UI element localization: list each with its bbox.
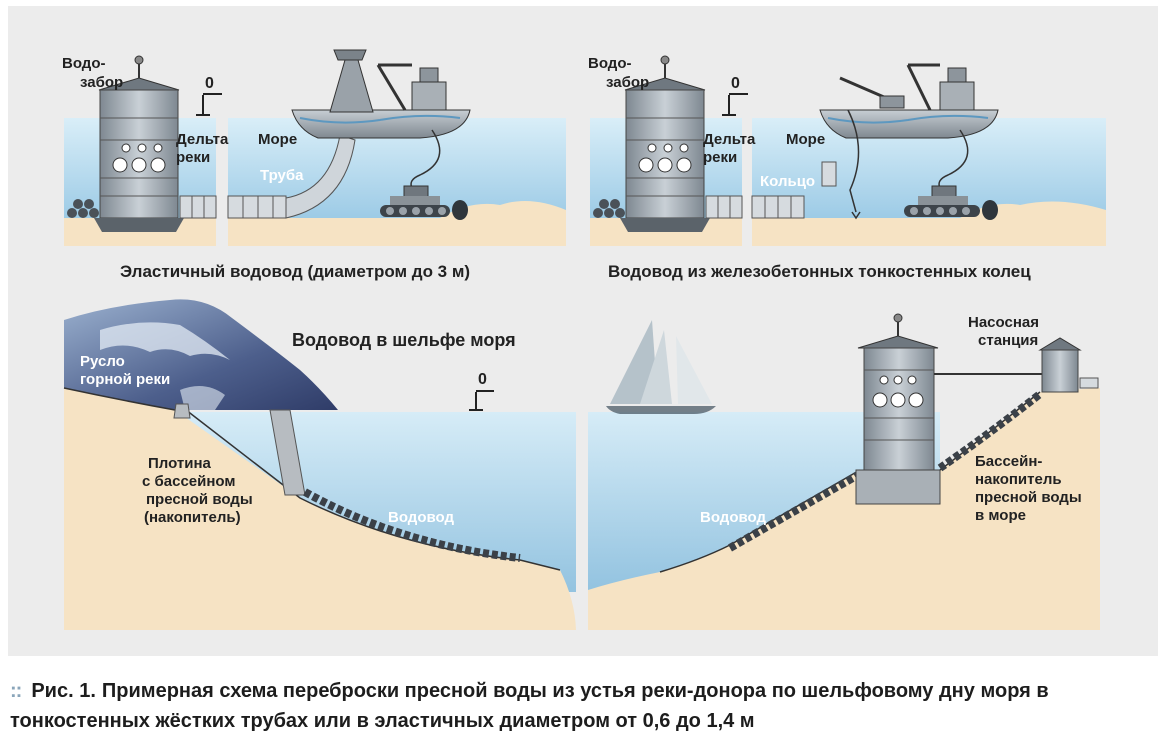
plotina-1: Плотина xyxy=(148,455,212,472)
ship-left xyxy=(291,49,471,189)
delta-label-2: реки xyxy=(176,149,210,166)
bassein-3: пресной воды xyxy=(975,489,1082,506)
plotina-3: пресной воды xyxy=(146,491,253,508)
plotina-4: (накопитель) xyxy=(144,509,241,526)
pipeline-right xyxy=(728,471,860,552)
ruslo-1: Русло xyxy=(80,353,125,370)
zero-marker-left xyxy=(196,93,222,116)
truba-label: Труба xyxy=(260,167,304,184)
ring-segments xyxy=(705,161,837,219)
ruslo-2: горной реки xyxy=(80,371,170,388)
shelf-sand-left xyxy=(64,388,576,630)
vodozabor-right-1: Водо- xyxy=(588,55,631,72)
pipe-segments xyxy=(179,195,287,219)
bassein-4: в море xyxy=(975,507,1026,524)
more-label-right: Море xyxy=(786,131,825,148)
caption-text: Примерная схема переброски пресной воды … xyxy=(10,680,1049,732)
delta-right-1: Дельта xyxy=(703,131,756,148)
delta-label-1: Дельта xyxy=(176,131,229,148)
seabed-crawler xyxy=(380,185,468,220)
nasosnaya-1: Насосная xyxy=(968,314,1039,331)
koltso-label: Кольцо xyxy=(760,173,815,190)
pipe-stack xyxy=(67,199,99,218)
delta-right-2: реки xyxy=(703,149,737,166)
sea-bed xyxy=(228,201,566,246)
vodovod-right: Водовод xyxy=(700,509,766,526)
diagram-svg: 0 Водо- забор Дельта реки Море Труба xyxy=(62,49,1106,630)
nasosnaya-2: станция xyxy=(978,332,1038,349)
vodozabor-label-2: забор xyxy=(80,74,123,91)
intake-tower xyxy=(94,55,184,232)
shelf-scene: 0 Водовод в шельфе моря Русло горной рек… xyxy=(63,299,1100,630)
zero-label-shelf: 0 xyxy=(478,371,487,388)
pipeline-left xyxy=(303,488,521,562)
ship-right xyxy=(819,63,999,220)
figure-caption: ::Рис. 1.Примерная схема переброски прес… xyxy=(10,676,1160,736)
title-right: Водовод из железобетонных тонкостенных к… xyxy=(608,262,1031,281)
caption-marker: :: xyxy=(10,680,22,702)
pumping-tower xyxy=(857,313,939,471)
zero-label-right: 0 xyxy=(731,75,740,92)
vodozabor-right-2: забор xyxy=(606,74,649,91)
curved-pipe xyxy=(285,134,356,219)
zero-label-left: 0 xyxy=(205,75,214,92)
bassein-2: накопитель xyxy=(975,471,1062,488)
vodozabor-label-1: Водо- xyxy=(62,55,105,72)
scene-elastic: 0 Водо- забор Дельта реки Море Труба xyxy=(62,49,566,246)
shelf-title: Водовод в шельфе моря xyxy=(292,330,516,350)
plotina-2: с бассейном xyxy=(142,473,236,490)
scene-rings: 0 Водо- забор Дельта реки Море Кольцо xyxy=(588,55,1106,246)
caption-lead: Рис. 1. xyxy=(31,680,96,702)
pump-house xyxy=(1038,337,1099,393)
bassein-1: Бассейн- xyxy=(975,453,1042,470)
intake-tower-right xyxy=(620,55,710,232)
more-label-left: Море xyxy=(258,131,297,148)
title-left: Эластичный водовод (диаметром до 3 м) xyxy=(120,262,470,281)
sailboat xyxy=(606,320,716,414)
vodovod-left: Водовод xyxy=(388,509,454,526)
